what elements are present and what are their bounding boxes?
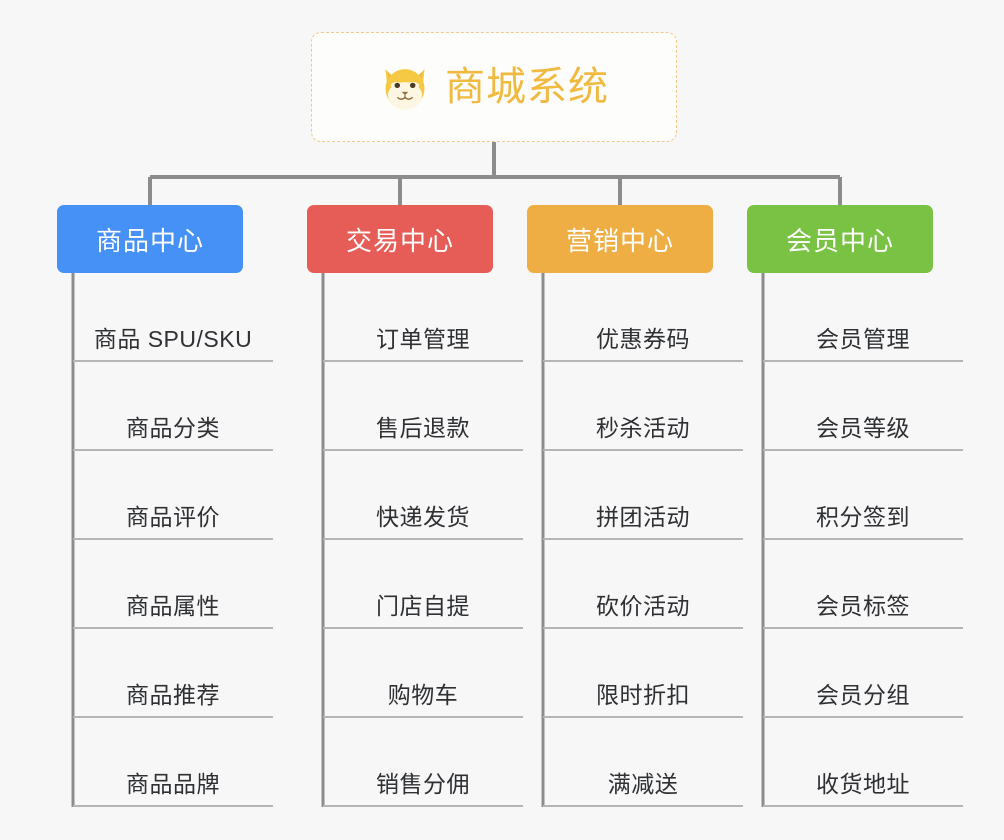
leaf-item[interactable]: 收货地址 <box>763 718 963 807</box>
leaf-item[interactable]: 拼团活动 <box>543 451 743 540</box>
leaf-item[interactable]: 商品 SPU/SKU <box>73 273 273 362</box>
leaf-label: 商品分类 <box>126 415 220 442</box>
leaf-item[interactable]: 会员标签 <box>763 540 963 629</box>
leaf-item[interactable]: 会员等级 <box>763 362 963 451</box>
leaf-item[interactable]: 优惠券码 <box>543 273 743 362</box>
leaf-item[interactable]: 满减送 <box>543 718 743 807</box>
leaf-item[interactable]: 商品评价 <box>73 451 273 540</box>
leaf-label: 积分签到 <box>816 504 910 531</box>
category-label: 商品中心 <box>95 225 204 256</box>
leaf-item[interactable]: 门店自提 <box>323 540 523 629</box>
root-title: 商城系统 <box>445 65 609 109</box>
leaf-label: 砍价活动 <box>596 593 690 620</box>
leaf-item[interactable]: 售后退款 <box>323 362 523 451</box>
leaf-label: 商品 SPU/SKU <box>93 326 253 353</box>
leaf-label: 收货地址 <box>816 771 910 798</box>
leaf-item[interactable]: 销售分佣 <box>323 718 523 807</box>
leaf-label: 商品评价 <box>126 504 220 531</box>
shiba-dog-face-icon <box>385 69 425 110</box>
leaf-label: 订单管理 <box>376 326 470 353</box>
leaf-item[interactable]: 会员分组 <box>763 629 963 718</box>
category-box-4[interactable]: 会员中心 <box>747 205 933 273</box>
leaf-label: 商品品牌 <box>126 771 220 798</box>
leaf-label: 限时折扣 <box>596 682 690 709</box>
leaf-item[interactable]: 商品品牌 <box>73 718 273 807</box>
leaf-item[interactable]: 砍价活动 <box>543 540 743 629</box>
leaf-item[interactable]: 购物车 <box>323 629 523 718</box>
leaf-item[interactable]: 限时折扣 <box>543 629 743 718</box>
leaf-label: 销售分佣 <box>376 771 470 798</box>
leaf-item[interactable]: 订单管理 <box>323 273 523 362</box>
category-box-3[interactable]: 营销中心 <box>527 205 713 273</box>
category-label: 会员中心 <box>785 225 894 256</box>
leaf-item[interactable]: 商品推荐 <box>73 629 273 718</box>
category-label: 交易中心 <box>345 225 454 256</box>
leaf-item[interactable]: 商品属性 <box>73 540 273 629</box>
leaf-item[interactable]: 积分签到 <box>763 451 963 540</box>
category-label: 营销中心 <box>565 225 674 256</box>
category-box-2[interactable]: 交易中心 <box>307 205 493 273</box>
leaf-item[interactable]: 商品分类 <box>73 362 273 451</box>
leaf-item[interactable]: 秒杀活动 <box>543 362 743 451</box>
leaf-label: 购物车 <box>387 682 459 709</box>
leaf-label: 优惠券码 <box>596 326 690 353</box>
leaf-label: 满减送 <box>607 771 679 798</box>
leaf-label: 售后退款 <box>376 415 470 442</box>
leaf-label: 会员等级 <box>816 415 910 442</box>
leaf-item[interactable]: 快递发货 <box>323 451 523 540</box>
category-box-1[interactable]: 商品中心 <box>57 205 243 273</box>
leaf-label: 门店自提 <box>376 593 470 620</box>
leaf-label: 会员分组 <box>816 682 910 709</box>
leaf-label: 商品推荐 <box>126 682 220 709</box>
leaf-item[interactable]: 会员管理 <box>763 273 963 362</box>
leaf-label: 商品属性 <box>126 593 220 620</box>
leaf-label: 秒杀活动 <box>596 415 690 442</box>
leaf-label: 拼团活动 <box>596 504 690 531</box>
root-node-content: 商城系统 <box>379 61 609 113</box>
leaf-label: 会员标签 <box>816 593 910 620</box>
root-node[interactable]: 商城系统 <box>311 32 677 142</box>
leaf-label: 会员管理 <box>816 326 910 353</box>
leaf-label: 快递发货 <box>376 504 470 531</box>
